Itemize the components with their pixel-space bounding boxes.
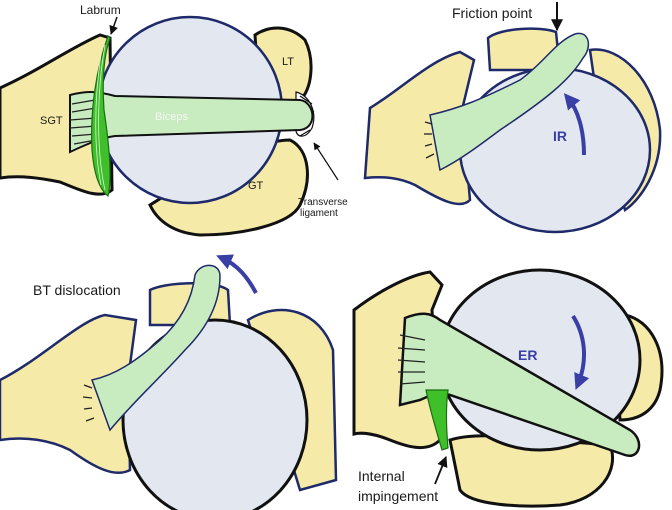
glenoid-bone: [0, 33, 114, 196]
label-internal-impingement-2: impingement: [358, 488, 438, 504]
label-labrum: Labrum: [80, 3, 121, 17]
labrum: [91, 34, 111, 198]
glenoid-bone: [0, 313, 138, 475]
label-transverse-ligament-1: Transverse: [298, 197, 348, 208]
labrum: [425, 389, 449, 451]
panel-bt-dislocation: BT dislocation: [0, 254, 338, 510]
panel-internal-rotation: Friction point IR: [363, 2, 662, 234]
label-bt-dislocation: BT dislocation: [33, 282, 121, 298]
panel-external-rotation: ER Internal impingement: [352, 268, 664, 508]
label-gt: GT: [248, 180, 264, 192]
label-friction-point: Friction point: [452, 5, 532, 21]
humeral-head: [458, 66, 652, 234]
label-biceps: Biceps: [155, 111, 189, 123]
panel-normal: Labrum LT SGT Biceps GT Transverse ligam…: [0, 3, 348, 237]
label-transverse-ligament-2: ligament: [300, 208, 338, 219]
label-ir: IR: [553, 128, 567, 144]
biceps-tendon: [429, 32, 590, 172]
label-internal-impingement-1: Internal: [358, 468, 405, 484]
er-rotation-arrow: [571, 314, 590, 390]
ir-rotation-arrow: [563, 93, 586, 156]
dislocation-arrow: [216, 254, 258, 294]
label-sgt: SGT: [40, 115, 63, 127]
label-lt: LT: [282, 56, 294, 68]
label-er: ER: [518, 347, 537, 363]
